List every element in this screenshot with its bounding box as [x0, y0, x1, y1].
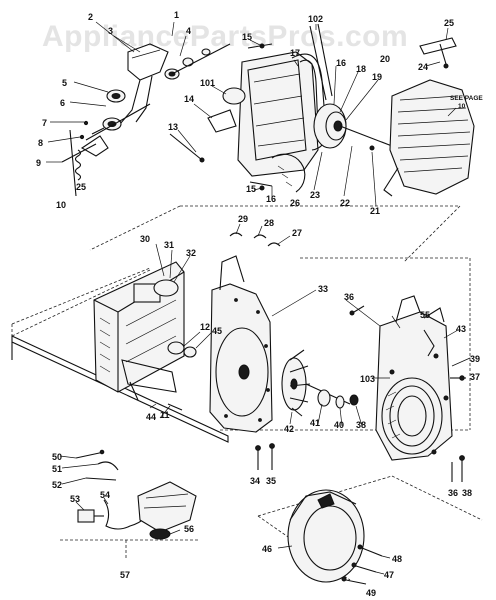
- callout-36-top: 36: [344, 292, 354, 302]
- callout-14: 14: [184, 94, 194, 104]
- callout-23: 23: [310, 190, 320, 200]
- callout-38-right: 38: [462, 488, 472, 498]
- callout-1: 1: [174, 10, 179, 20]
- callout-20: 20: [380, 54, 390, 64]
- callout-52: 52: [52, 480, 62, 490]
- callout-26: 26: [290, 198, 300, 208]
- callout-16-top: 16: [336, 58, 346, 68]
- callout-50: 50: [52, 452, 62, 462]
- callout-25-left: 25: [76, 182, 86, 192]
- callout-28: 28: [264, 218, 274, 228]
- handle-linkage-assembly: [46, 21, 231, 197]
- frame-gear-case: [11, 243, 229, 443]
- cable-switch-assembly: [59, 449, 197, 540]
- callout-33: 33: [318, 284, 328, 294]
- pulley-cover-assembly: [277, 489, 391, 585]
- callout-54: 54: [100, 490, 110, 500]
- callout-18: 18: [356, 64, 366, 74]
- callout-19: 19: [372, 72, 382, 82]
- callout-34: 34: [250, 476, 260, 486]
- watermark-text: AppliancePartsPros.com: [42, 20, 408, 53]
- callout-38-middle: 38: [356, 420, 366, 430]
- callout-17: 17: [290, 48, 300, 58]
- callout-101: 101: [200, 78, 215, 88]
- callout-35: 35: [266, 476, 276, 486]
- callout-36-bottom: 36: [448, 488, 458, 498]
- callout-5: 5: [62, 78, 67, 88]
- callout-29: 29: [238, 214, 248, 224]
- callout-3: 3: [108, 26, 113, 36]
- callout-55: 55: [420, 310, 430, 320]
- callout-42: 42: [284, 424, 294, 434]
- callout-21: 21: [370, 206, 380, 216]
- callout-31: 31: [164, 240, 174, 250]
- callout-11: 11: [160, 410, 170, 420]
- callout-9: 9: [36, 158, 41, 168]
- bearing-parts: [317, 389, 363, 427]
- chute-bracket-assembly: [345, 295, 471, 461]
- callout-56: 56: [184, 524, 194, 534]
- callout-48: 48: [392, 554, 402, 564]
- callout-53: 53: [70, 494, 80, 504]
- callout-32: 32: [186, 248, 196, 258]
- callout-46: 46: [262, 544, 272, 554]
- callout-6: 6: [60, 98, 65, 108]
- callout-15-bottom: 15: [246, 184, 256, 194]
- see-page-number: 10: [458, 103, 466, 110]
- impeller-housing: [209, 255, 317, 433]
- callout-45: 45: [212, 326, 222, 336]
- callout-15-top: 15: [242, 32, 252, 42]
- callout-49: 49: [366, 588, 376, 598]
- callout-10: 10: [56, 200, 66, 210]
- callout-24: 24: [418, 62, 428, 72]
- auger-housing-assembly: [169, 23, 393, 207]
- callout-16-bottom: 16: [266, 194, 276, 204]
- callout-39: 39: [470, 354, 480, 364]
- callout-22: 22: [340, 198, 350, 208]
- callout-25-top: 25: [444, 18, 454, 28]
- clip-hardware: [229, 223, 291, 247]
- callout-103: 103: [360, 374, 375, 384]
- callout-47: 47: [384, 570, 394, 580]
- bolt-hardware: [149, 305, 465, 482]
- callout-102: 102: [308, 14, 323, 24]
- callout-30: 30: [140, 234, 150, 244]
- callout-57: 57: [120, 570, 130, 580]
- callout-2: 2: [88, 12, 93, 22]
- callout-8: 8: [38, 138, 43, 148]
- callout-7: 7: [42, 118, 47, 128]
- see-page-note: SEE PAGE: [450, 95, 483, 102]
- impeller-fan: [281, 349, 351, 425]
- callout-12: 12: [200, 322, 210, 332]
- callout-43: 43: [456, 324, 466, 334]
- callout-40: 40: [334, 420, 344, 430]
- callout-labels: 1 2 3 4 5 6 7 8 9 10 11 12 13 14 15 15 1…: [36, 10, 483, 598]
- callout-27: 27: [292, 228, 302, 238]
- callout-13: 13: [168, 122, 178, 132]
- callout-51: 51: [52, 464, 62, 474]
- callout-41: 41: [310, 418, 320, 428]
- callout-44: 44: [146, 412, 156, 422]
- callout-37: 37: [470, 372, 480, 382]
- engine-reference: [383, 27, 475, 197]
- callout-4: 4: [186, 26, 191, 36]
